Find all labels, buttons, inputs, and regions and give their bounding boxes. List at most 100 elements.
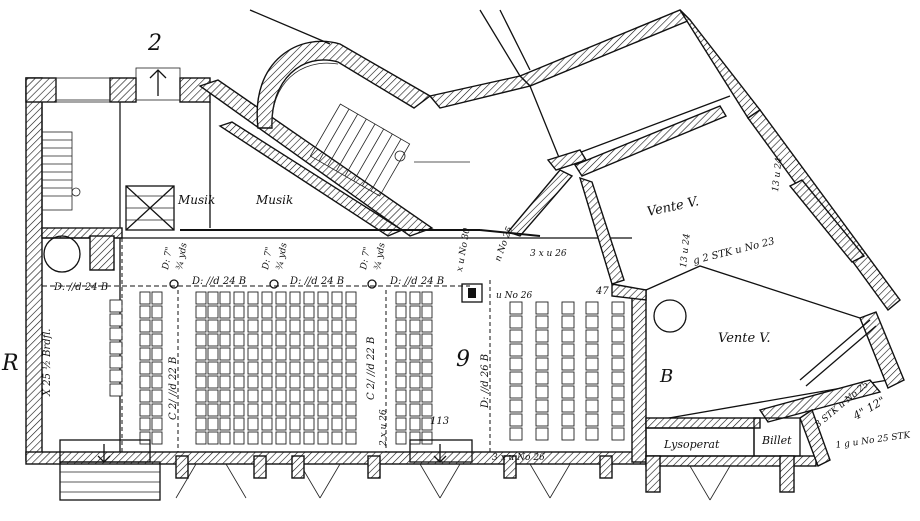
- bench: [421, 333, 433, 347]
- bottom-right-label: 1 g u No 25 STK: [835, 430, 912, 451]
- bench: [409, 403, 421, 417]
- bench: [317, 361, 329, 375]
- bench: [275, 375, 287, 389]
- bench: [331, 333, 343, 347]
- bench: [261, 375, 273, 389]
- bench: [195, 389, 207, 403]
- bench: [195, 333, 207, 347]
- bench: [585, 413, 599, 427]
- bench: [395, 417, 407, 431]
- bench: [535, 371, 549, 385]
- bench: [261, 305, 273, 319]
- bottom-doors: [59, 439, 731, 501]
- stair-top-left: [41, 131, 81, 211]
- bench: [151, 305, 163, 319]
- bench: [247, 403, 259, 417]
- vert-pipe-3: D: //d 26 B: [480, 354, 491, 409]
- bench: [409, 389, 421, 403]
- bench: [409, 361, 421, 375]
- bench: [247, 417, 259, 431]
- bench: [421, 319, 433, 333]
- bench: [331, 291, 343, 305]
- bench: [233, 375, 245, 389]
- bench: [421, 291, 433, 305]
- bench: [509, 399, 523, 413]
- riser-3b: ¾ yds: [372, 242, 388, 271]
- bench: [139, 305, 151, 319]
- bench: [585, 357, 599, 371]
- bench: [409, 305, 421, 319]
- entry-arrow-top: [149, 69, 167, 96]
- bench: [535, 357, 549, 371]
- bench: [421, 347, 433, 361]
- bench: [509, 371, 523, 385]
- bench: [611, 371, 625, 385]
- riser-1: D: 7": [161, 246, 175, 271]
- bench: [219, 389, 231, 403]
- label-vente-top: Vente V.: [646, 194, 701, 220]
- bench: [109, 299, 123, 313]
- bench: [207, 361, 219, 375]
- bench: [261, 291, 273, 305]
- bench: [421, 403, 433, 417]
- bench: [275, 361, 287, 375]
- bench: [561, 343, 575, 357]
- bench: [139, 403, 151, 417]
- bench: [303, 403, 315, 417]
- mark-113: 113: [430, 416, 449, 427]
- bench: [303, 431, 315, 445]
- bench: [195, 305, 207, 319]
- bench: [585, 385, 599, 399]
- bench: [421, 389, 433, 403]
- bench: [395, 431, 407, 445]
- bench: [247, 333, 259, 347]
- bench: [261, 389, 273, 403]
- bench: [289, 417, 301, 431]
- curved-stair-room: [249, 9, 470, 197]
- bench: [261, 319, 273, 333]
- bench: [345, 375, 357, 389]
- bench: [331, 347, 343, 361]
- bench: [509, 301, 523, 315]
- bench: [409, 375, 421, 389]
- pipe-2: D: //d 24 B: [289, 276, 344, 287]
- bench: [207, 347, 219, 361]
- bench: [345, 319, 357, 333]
- bench: [151, 389, 163, 403]
- bench: [289, 375, 301, 389]
- bench: [303, 291, 315, 305]
- bench: [275, 431, 287, 445]
- bench: [317, 347, 329, 361]
- bench: [611, 385, 625, 399]
- bench: [109, 383, 123, 397]
- bench: [151, 347, 163, 361]
- bench: [151, 291, 163, 305]
- bench: [345, 389, 357, 403]
- bench: [409, 431, 421, 445]
- bench: [421, 361, 433, 375]
- label-lysoperat: Lysoperat: [663, 438, 720, 451]
- bench: [509, 427, 523, 441]
- bench: [289, 319, 301, 333]
- bench: [509, 315, 523, 329]
- bench: [289, 333, 301, 347]
- bench: [247, 361, 259, 375]
- bench: [261, 403, 273, 417]
- bench: [395, 389, 407, 403]
- bench: [395, 361, 407, 375]
- bench: [317, 403, 329, 417]
- mark-b: B: [659, 366, 673, 387]
- bench: [395, 333, 407, 347]
- bench: [247, 389, 259, 403]
- bench: [247, 431, 259, 445]
- bench: [275, 417, 287, 431]
- bench: [289, 389, 301, 403]
- bench: [109, 341, 123, 355]
- bench: [289, 431, 301, 445]
- bench: [219, 403, 231, 417]
- pipe-vert-right: 13 u 24: [771, 157, 785, 193]
- bench: [303, 347, 315, 361]
- bench: [331, 403, 343, 417]
- bench: [289, 347, 301, 361]
